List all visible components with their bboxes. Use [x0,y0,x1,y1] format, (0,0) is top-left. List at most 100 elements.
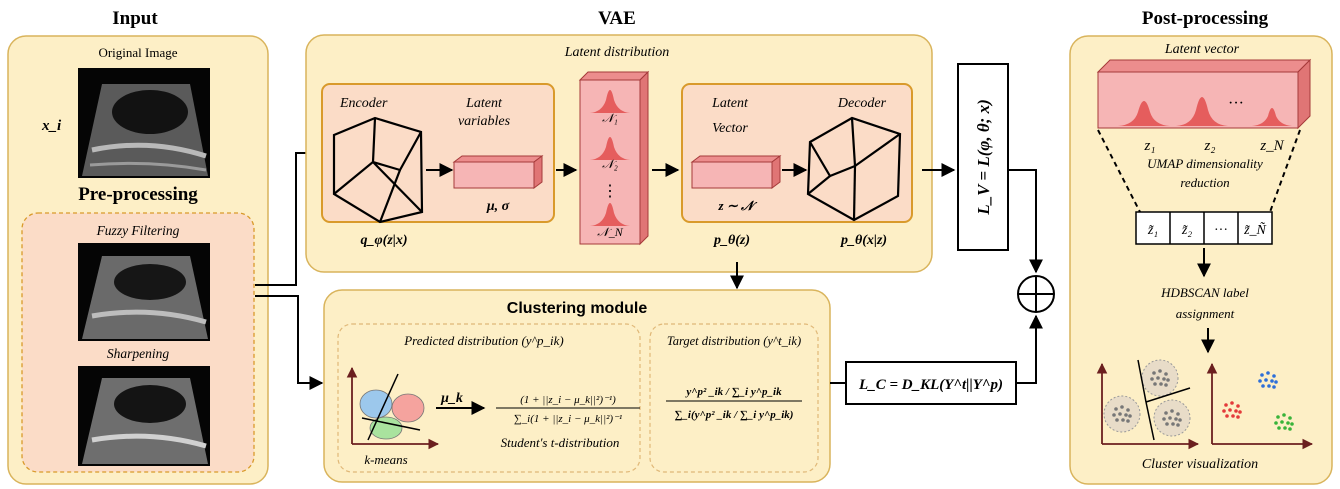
cluster-dot [1168,416,1172,420]
fuzzy-filtering-label: Fuzzy Filtering [96,223,180,238]
preprocessing-title: Pre-processing [78,184,198,205]
umap-label-1: UMAP dimensionality [1147,156,1263,171]
loss-v-box [957,63,1009,251]
student-numerator: (1 + ||z_i − μ_k||²)⁻¹) [520,394,616,406]
decoder-icon [806,116,902,222]
cluster-dot [1231,414,1235,418]
post-z1-label: z₁ [1143,138,1155,154]
target-numerator: y^p² _ik / ∑_i y^p_ik [684,386,782,398]
cluster-dot [1234,409,1238,413]
loss-v-to-sum-arrow [1008,169,1043,274]
cluster-dot [1222,409,1226,413]
mu-k-label: μ_k [440,391,463,406]
cluster-dot [1282,413,1286,417]
cluster-dot [1280,420,1284,424]
umap-label-2: reduction [1180,175,1229,190]
cluster-dot [1162,377,1166,381]
cluster-dot [1238,410,1242,414]
cluster-dot [1174,417,1178,421]
predicted-label: Predicted distribution (y^p_ik) [403,333,564,348]
original-ultrasound-image [78,68,210,178]
loss-c-label: L_C = D_KL(Y^t||Y^p) [858,377,1003,393]
post-panel [1069,35,1333,485]
latent-distribution-label: Latent distribution [564,45,670,60]
p-theta-z-label: p_θ(z) [713,233,750,248]
cluster-dot [1272,374,1276,378]
cluster-dot [1112,413,1116,417]
cluster-dot [1260,373,1264,377]
cluster-dot [1236,404,1240,408]
cluster-dot [1288,416,1292,420]
latent-vector-label: Latent vector [1164,42,1240,57]
normal-label-2: 𝒩₂ [602,157,618,171]
cluster-dot [1124,413,1128,417]
cluster-plot-labeled [1206,362,1314,450]
normal-label-n: 𝒩_N [597,225,623,239]
cluster-dot [1164,372,1168,376]
latent-variables-label-1: Latent [465,96,503,111]
cluster-plot-unlabeled [1096,359,1200,450]
p-theta-x-label: p_θ(x|z) [840,233,887,248]
post-zn-label: z_N [1259,138,1284,154]
cluster-dot [1171,422,1175,426]
encoder-icon [332,116,424,224]
predicted-box [337,323,641,473]
cluster-dot [1267,384,1271,388]
cluster-dot [1165,422,1169,426]
cluster-dot [1288,427,1292,431]
cluster-dot [1266,371,1270,375]
umap-dashed-right [1269,129,1301,213]
cluster-dot [1276,415,1280,419]
cluster-dot [1236,415,1240,419]
input-title: Input [112,8,158,29]
target-box [649,323,819,473]
decoder-label: Decoder [837,96,887,111]
cluster-dot [1166,378,1170,382]
cluster-dot [1270,379,1274,383]
cluster-dot [1114,407,1118,411]
reduced-dots: ··· [1214,223,1228,238]
normal-label-1: 𝒩₁ [602,111,618,125]
cluster-dot [1274,421,1278,425]
cluster-dot [1158,369,1162,373]
cluster-dot [1128,414,1132,418]
cluster-dot [1176,423,1180,427]
post-z2-label: z₂ [1203,138,1215,154]
cluster-dot [1176,412,1180,416]
fuzzy-filtered-image [78,243,210,341]
normal-label-dots: ⋮ [602,183,618,200]
latent-vector-label-2: Vector [712,121,748,136]
cluster-dot [1118,412,1122,416]
original-image-label: Original Image [98,45,177,60]
cluster-dots [1112,369,1294,431]
cluster-dot [1120,405,1124,409]
reduced-zn: z̃_Ñ [1243,221,1266,238]
cluster-dot [1121,418,1125,422]
target-label: Target distribution (y^t_ik) [667,334,801,348]
vae-title: VAE [598,8,636,29]
cluster-dot [1286,421,1290,425]
kmeans-plot [346,366,440,450]
umap-dashed-left [1097,129,1141,213]
cluster-dot [1178,418,1182,422]
cluster-dot [1224,403,1228,407]
student-label: Student's t-distribution [501,435,620,450]
cluster-dot [1153,382,1157,386]
sharpened-image [78,366,210,466]
normal-distributions-column [578,70,650,246]
reduced-z2: z̃₂ [1181,223,1192,238]
cluster-dot [1230,401,1234,405]
hdbscan-label-1: HDBSCAN label [1160,285,1249,300]
mu-sigma-label: μ, σ [486,199,510,214]
cluster-dot [1126,408,1130,412]
sharpening-label: Sharpening [107,346,169,361]
cluster-dot [1115,418,1119,422]
cluster-dot [1164,383,1168,387]
q-phi-label: q_φ(z|x) [360,233,407,248]
post-title: Post-processing [1142,8,1269,29]
cluster-dot [1156,376,1160,380]
loss-v-label: L_V = L(φ, θ; x) [974,99,993,216]
xi-label: x_i [41,118,62,134]
cluster-dot [1283,426,1287,430]
